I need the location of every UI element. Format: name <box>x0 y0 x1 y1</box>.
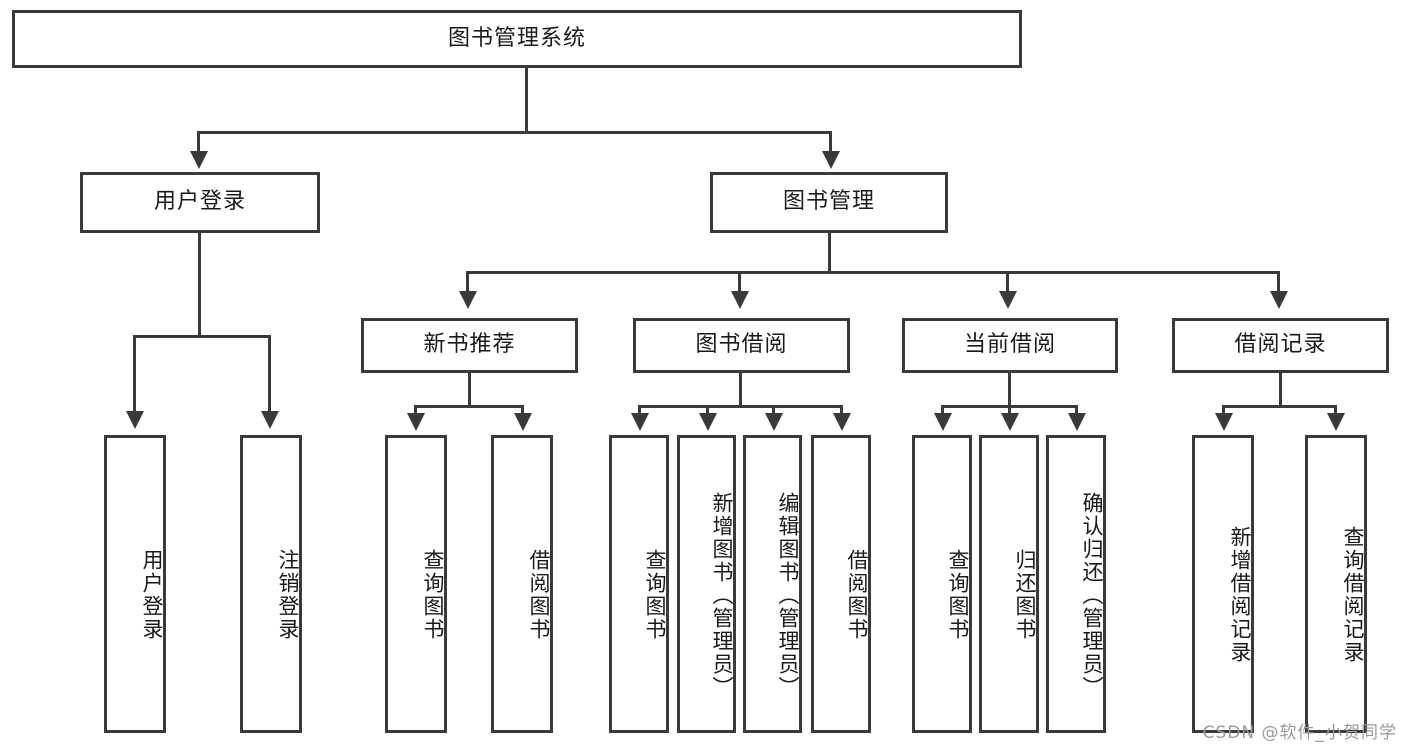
edge-book-mgmt-bar <box>466 271 1277 274</box>
arrow-borrow-record-to-leaf-2 <box>1327 413 1345 431</box>
arrow-book-mgmt-to-child-3 <box>999 291 1017 309</box>
arrow-user-login-to-leaf-2 <box>261 411 279 429</box>
node-label: 归还图书 <box>1013 549 1037 641</box>
node-label: 查询图书 <box>643 549 667 641</box>
node-label: 借阅图书 <box>527 549 551 641</box>
arrow-current-borrow-to-leaf-3 <box>1068 413 1086 431</box>
edge-root-stem <box>525 68 528 133</box>
leaf-borrow-record-add[interactable]: 新增借阅记录 <box>1192 435 1254 733</box>
node-label: 图书管理系统 <box>447 25 586 51</box>
arrow-book-mgmt-to-child-2 <box>731 291 749 309</box>
arrow-book-borrow-to-leaf-4 <box>833 413 851 431</box>
arrow-new-book-to-leaf-1 <box>407 413 425 431</box>
node-label: 用户登录 <box>140 549 164 641</box>
node-book-borrow[interactable]: 图书借阅 <box>633 318 850 373</box>
leaf-book-borrow-edit[interactable]: 编辑图书（管理员） <box>743 435 802 733</box>
leaf-current-borrow-confirm[interactable]: 确认归还（管理员） <box>1046 435 1106 733</box>
arrow-book-borrow-to-leaf-3 <box>765 413 783 431</box>
edge-book-borrow-bar <box>638 405 843 408</box>
node-label: 当前借阅 <box>963 332 1056 358</box>
leaf-current-borrow-return[interactable]: 归还图书 <box>979 435 1039 733</box>
node-label: 图书管理 <box>782 189 875 215</box>
edge-book-mgmt-to-child-4 <box>1277 271 1280 293</box>
edge-new-book-to-leaf-2 <box>521 405 524 415</box>
arrow-book-mgmt-to-child-4 <box>1270 291 1288 309</box>
edge-root-to-book-mgmt <box>829 131 832 153</box>
edge-user-login-to-leaf-1 <box>133 335 136 413</box>
edge-root-bar <box>197 131 831 134</box>
watermark-text: CSDN @软件_小贺同学 <box>1202 723 1397 743</box>
node-label: 查询借阅记录 <box>1341 526 1365 664</box>
arrow-book-borrow-to-leaf-2 <box>699 413 717 431</box>
node-label: 查询图书 <box>421 549 445 641</box>
edge-book-mgmt-to-child-1 <box>466 271 469 293</box>
node-label: 新书推荐 <box>423 332 516 358</box>
node-label: 查询图书 <box>946 549 970 641</box>
node-label: 注销登录 <box>276 549 300 641</box>
node-label: 用户登录 <box>153 189 246 215</box>
node-label: 编辑图书（管理员） <box>776 491 800 699</box>
edge-current-borrow-to-leaf-3 <box>1075 405 1078 415</box>
edge-new-book-bar <box>414 405 524 408</box>
leaf-user-login-logout[interactable]: 注销登录 <box>240 435 302 733</box>
node-user-login[interactable]: 用户登录 <box>80 172 320 233</box>
node-root-system[interactable]: 图书管理系统 <box>12 10 1022 68</box>
node-label: 确认归还（管理员） <box>1080 491 1104 699</box>
edge-current-borrow-stem <box>1008 373 1011 407</box>
edge-book-mgmt-to-child-3 <box>1006 271 1009 293</box>
node-label: 新增借阅记录 <box>1228 526 1252 664</box>
edge-current-borrow-to-leaf-1 <box>941 405 944 415</box>
edge-book-borrow-to-leaf-3 <box>772 405 775 415</box>
arrow-borrow-record-to-leaf-1 <box>1215 413 1233 431</box>
arrow-book-mgmt-to-child-1 <box>459 291 477 309</box>
edge-book-mgmt-to-child-2 <box>738 271 741 293</box>
arrow-book-borrow-to-leaf-1 <box>631 413 649 431</box>
leaf-user-login-login[interactable]: 用户登录 <box>104 435 166 733</box>
edge-borrow-record-stem <box>1279 373 1282 407</box>
leaf-borrow-record-query[interactable]: 查询借阅记录 <box>1305 435 1367 733</box>
edge-book-borrow-to-leaf-4 <box>840 405 843 415</box>
leaf-book-borrow-query[interactable]: 查询图书 <box>609 435 669 733</box>
edge-new-book-to-leaf-1 <box>414 405 417 415</box>
arrow-root-to-user-login <box>190 151 208 169</box>
edge-book-mgmt-stem <box>828 233 831 273</box>
edge-book-borrow-to-leaf-2 <box>706 405 709 415</box>
leaf-book-borrow-add[interactable]: 新增图书（管理员） <box>677 435 736 733</box>
edge-borrow-record-to-leaf-2 <box>1334 405 1337 415</box>
node-borrow-record[interactable]: 借阅记录 <box>1172 318 1389 373</box>
node-book-management[interactable]: 图书管理 <box>710 172 948 233</box>
edge-book-borrow-stem <box>739 373 742 407</box>
edge-user-login-to-leaf-2 <box>268 335 271 413</box>
edge-borrow-record-to-leaf-1 <box>1222 405 1225 415</box>
leaf-book-borrow-borrow[interactable]: 借阅图书 <box>811 435 871 733</box>
node-label: 图书借阅 <box>695 332 788 358</box>
leaf-new-book-query[interactable]: 查询图书 <box>385 435 447 733</box>
arrow-current-borrow-to-leaf-1 <box>934 413 952 431</box>
edge-borrow-record-bar <box>1222 405 1337 408</box>
arrow-new-book-to-leaf-2 <box>514 413 532 431</box>
edge-current-borrow-to-leaf-2 <box>1008 405 1011 415</box>
node-current-borrow[interactable]: 当前借阅 <box>902 318 1118 373</box>
arrow-user-login-to-leaf-1 <box>126 411 144 429</box>
node-label: 新增图书（管理员） <box>710 491 734 699</box>
edge-new-book-stem <box>468 373 471 407</box>
leaf-current-borrow-query[interactable]: 查询图书 <box>912 435 972 733</box>
leaf-new-book-borrow[interactable]: 借阅图书 <box>491 435 553 733</box>
edge-user-login-bar <box>133 335 271 338</box>
node-label: 借阅图书 <box>845 549 869 641</box>
arrow-root-to-book-mgmt <box>822 151 840 169</box>
node-label: 借阅记录 <box>1234 332 1327 358</box>
arrow-current-borrow-to-leaf-2 <box>1001 413 1019 431</box>
node-new-book-recommend[interactable]: 新书推荐 <box>361 318 578 373</box>
edge-root-to-user-login <box>197 131 200 153</box>
edge-user-login-stem <box>198 233 201 337</box>
edge-book-borrow-to-leaf-1 <box>638 405 641 415</box>
